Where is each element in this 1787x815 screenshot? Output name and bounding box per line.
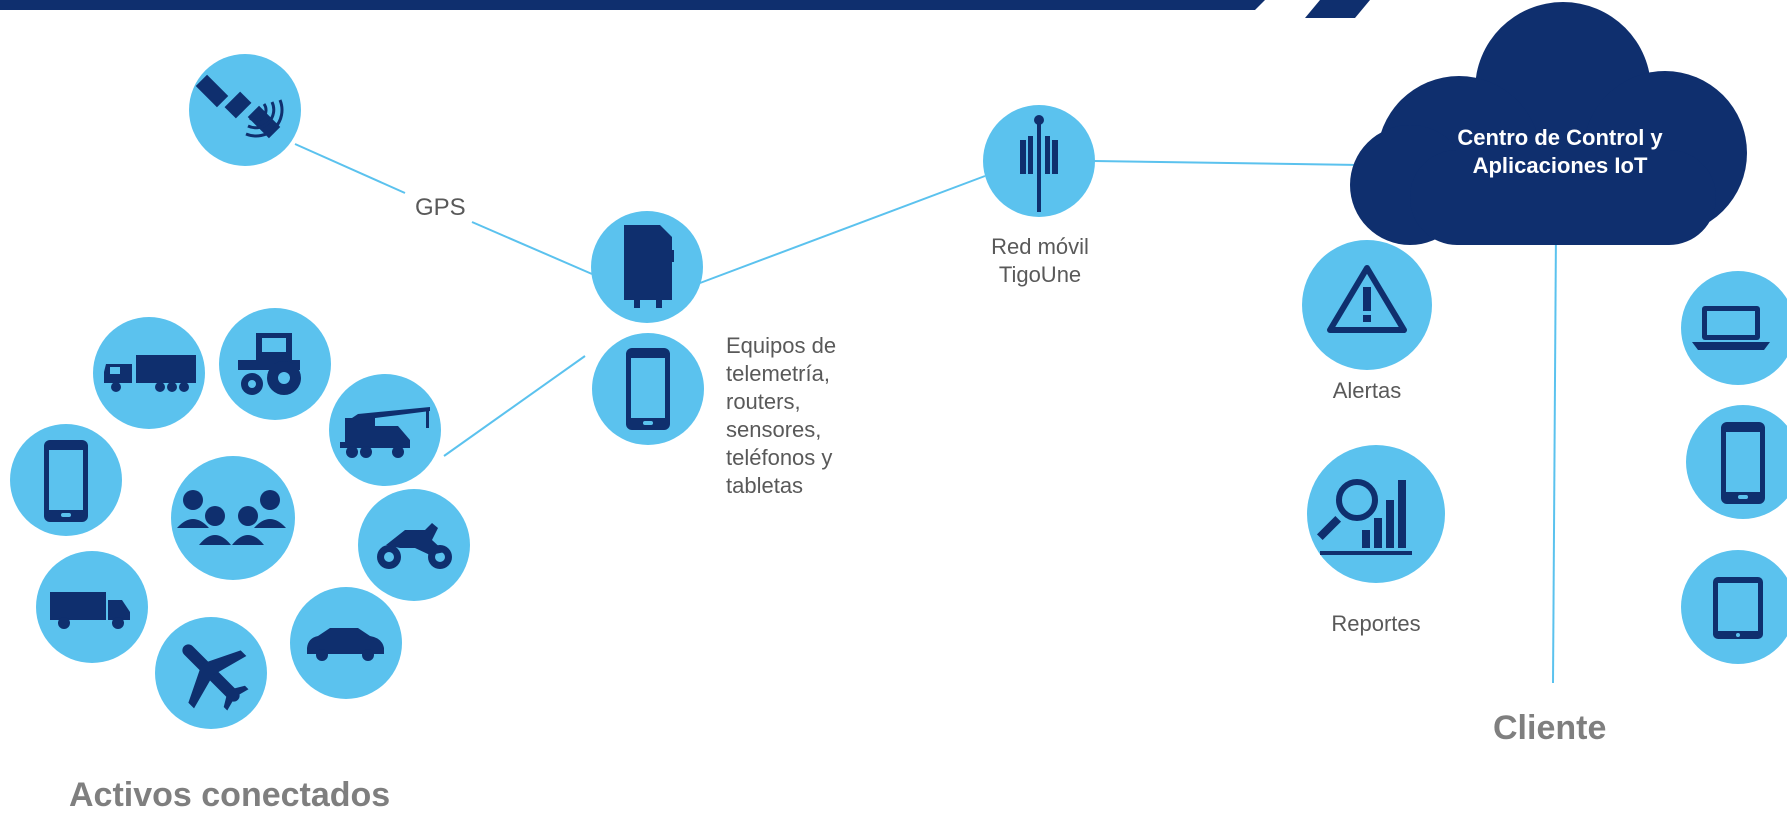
car-icon bbox=[307, 628, 384, 661]
cloud-label: Centro de Control y Aplicaciones IoT bbox=[1410, 124, 1710, 180]
asset-motorcycle bbox=[358, 489, 470, 601]
cloud-label-line: Aplicaciones IoT bbox=[1472, 153, 1648, 178]
asset-people bbox=[171, 456, 295, 580]
asset-delivery-truck bbox=[36, 551, 148, 663]
connectors bbox=[294, 143, 1557, 684]
airplane-icon bbox=[182, 644, 249, 711]
asset-tractor bbox=[219, 308, 331, 420]
sim-card-icon bbox=[624, 225, 674, 308]
motorcycle-icon bbox=[377, 523, 452, 569]
satellite-node bbox=[189, 54, 301, 166]
tower-to-cloud-line bbox=[1093, 160, 1361, 166]
phone-device-node bbox=[592, 333, 704, 445]
delivery-truck-icon bbox=[50, 592, 130, 629]
equipment-label-line: Equipos de bbox=[726, 333, 837, 358]
tablet-icon bbox=[1713, 577, 1763, 639]
cloud-label-line: Centro de Control y bbox=[1457, 125, 1663, 150]
equipment-label-line: routers, bbox=[726, 389, 801, 414]
cloud-icon bbox=[1350, 2, 1747, 245]
alerts-node bbox=[1302, 240, 1432, 370]
truck-trailer-icon bbox=[104, 355, 196, 392]
device-to-tower-line bbox=[699, 175, 986, 284]
equipment-label-line: teléfonos y bbox=[726, 445, 833, 470]
assets-heading: Activos conectados bbox=[69, 776, 391, 814]
alerts-label: Alertas bbox=[1332, 378, 1402, 403]
cell-tower-icon bbox=[1020, 115, 1058, 212]
network-label-line: TigoUne bbox=[998, 262, 1082, 287]
asset-crane-truck bbox=[329, 374, 441, 486]
cloud-node bbox=[1350, 2, 1747, 245]
cloud-to-client-line bbox=[1552, 227, 1557, 684]
people-icon bbox=[177, 490, 286, 545]
equipment-label-line: tabletas bbox=[726, 473, 804, 498]
assets-to-device-line bbox=[443, 355, 586, 457]
asset-car bbox=[290, 587, 402, 699]
client-heading: Cliente bbox=[1493, 709, 1607, 747]
smartphone-icon bbox=[1721, 422, 1765, 504]
reports-node bbox=[1307, 445, 1445, 583]
equipment-label-line: sensores, bbox=[726, 417, 822, 442]
laptop-icon bbox=[1692, 306, 1770, 350]
analytics-icon bbox=[1316, 479, 1412, 555]
equipment-label: Equipos de telemetría, routers, sensores… bbox=[726, 332, 836, 500]
network-label-line: Red móvil bbox=[991, 234, 1089, 259]
gps-label: GPS bbox=[415, 194, 466, 221]
telemetry-device-node bbox=[591, 211, 703, 323]
equipment-label-line: telemetría, bbox=[726, 361, 830, 386]
client-phone-node bbox=[1686, 405, 1787, 519]
laptop-node bbox=[1681, 271, 1787, 385]
reports-label: Reportes bbox=[1331, 611, 1421, 636]
satellite-icon bbox=[195, 74, 284, 139]
tablet-node bbox=[1681, 550, 1787, 664]
smartphone-icon bbox=[44, 440, 88, 522]
smartphone-icon bbox=[626, 348, 670, 430]
gps-to-device-line bbox=[471, 221, 593, 275]
asset-airplane bbox=[155, 617, 267, 729]
tractor-icon bbox=[238, 333, 301, 395]
top-banner bbox=[0, 0, 1265, 10]
satellite-to-gps-line bbox=[294, 143, 406, 194]
tower-node bbox=[983, 105, 1095, 217]
warning-icon bbox=[1327, 265, 1407, 333]
crane-truck-icon bbox=[340, 407, 430, 458]
network-label: Red móvil TigoUne bbox=[960, 233, 1120, 289]
top-banner-accent bbox=[1305, 0, 1370, 18]
asset-truck-trailer bbox=[93, 317, 205, 429]
asset-phone bbox=[10, 424, 122, 536]
